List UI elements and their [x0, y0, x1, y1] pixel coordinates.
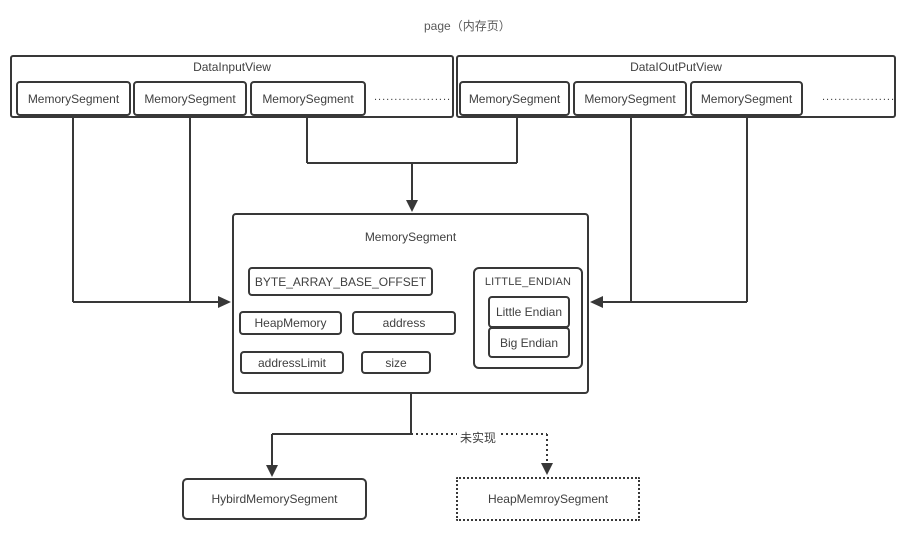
- little-endian-label: LITTLE_ENDIAN: [484, 276, 572, 288]
- memory-segment-box: MemorySegment: [16, 81, 131, 116]
- hybrid-memory-segment-box: HybirdMemorySegment: [182, 478, 367, 520]
- size-field: size: [361, 351, 431, 374]
- memory-segment-box: MemorySegment: [250, 81, 366, 116]
- little-endian-group: LITTLE_ENDIAN Little Endian Big Endian: [473, 267, 583, 369]
- center-segments-to-memorysegment-top-connector: [306, 117, 518, 201]
- heap-memory-segment-box: HeapMemroySegment: [456, 477, 640, 521]
- input-segments-to-memorysegment-left-connector: [72, 117, 219, 303]
- address-field: address: [352, 311, 456, 335]
- memory-segment-title: MemorySegment: [364, 230, 457, 244]
- memorysegment-to-hybrid-connector: [271, 394, 412, 465]
- memory-segment-box: MemorySegment: [459, 81, 570, 116]
- arrowhead-left-icon: [590, 296, 603, 308]
- byte-array-base-offset-field: BYTE_ARRAY_BASE_OFFSET: [248, 267, 433, 296]
- not-implemented-label: 未实现: [457, 429, 500, 446]
- heap-memory-field: HeapMemory: [239, 311, 342, 335]
- memory-segment-box: MemorySegment: [690, 81, 803, 116]
- data-input-view-container: DataInputView MemorySegment MemorySegmen…: [10, 55, 454, 118]
- data-input-view-label: DataInputView: [193, 60, 271, 74]
- more-segments-ellipsis: ........................: [822, 91, 894, 103]
- more-segments-ellipsis: ........................: [374, 91, 452, 103]
- output-segments-to-memorysegment-right-connector: [602, 117, 748, 303]
- arrowhead-down-icon: [406, 200, 418, 212]
- address-limit-field: addressLimit: [240, 351, 344, 374]
- arrowhead-right-icon: [218, 296, 231, 308]
- data-output-view-container: DataIOutPutView MemorySegment MemorySegm…: [456, 55, 896, 118]
- memory-segment-detail-box: MemorySegment BYTE_ARRAY_BASE_OFFSET Hea…: [232, 213, 589, 394]
- little-endian-option: Little Endian: [488, 296, 570, 328]
- big-endian-option: Big Endian: [488, 327, 570, 358]
- page-title: page（内存页）: [424, 19, 511, 33]
- memory-segment-box: MemorySegment: [133, 81, 247, 116]
- arrowhead-down-icon: [541, 463, 553, 475]
- arrowhead-down-icon: [266, 465, 278, 477]
- memory-segment-box: MemorySegment: [573, 81, 687, 116]
- data-output-view-label: DataIOutPutView: [630, 60, 722, 74]
